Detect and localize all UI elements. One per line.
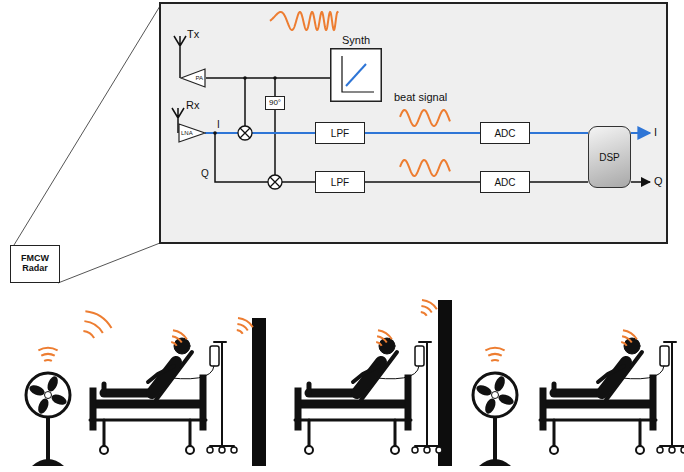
signal-wave [421,312,427,316]
signal-wave [621,342,627,346]
node-text: PA [195,75,203,82]
junction-dot [213,131,217,135]
signal-wave [622,336,632,342]
signal-connector [365,181,480,183]
signal-wave [41,354,54,356]
radar-panel [160,3,667,243]
signal-wave [623,330,637,339]
antenna-label: Rx [186,99,199,111]
phase-shifter-box: 90° [265,96,285,110]
signal-wave [485,348,504,350]
signal-wave [422,300,437,309]
signal-name: I [217,119,220,130]
signal-wave [238,318,253,327]
signal-wave [38,348,57,350]
ramp-symbol [330,48,382,102]
fan [26,373,70,466]
output-name: I [654,126,657,138]
signal-name: beat signal [394,91,447,103]
low-noise-amplifier: LNA [178,123,206,143]
antenna-label: Tx [187,28,199,40]
signal-wave [378,330,392,339]
node-text: DSP [599,152,620,163]
zoom-line [58,243,160,283]
signal-wave [488,354,501,356]
signal-wave [421,306,431,312]
signal-wave [44,359,52,362]
converter-box: ADC [480,122,530,144]
output-arrow [631,132,650,134]
tx-antenna [174,36,186,78]
lo-wire [244,78,246,126]
chirp-wave [270,12,338,30]
wall [252,318,266,466]
node-text: Synth [342,34,370,46]
signal-wave [376,342,382,346]
converter-box: ADC [480,171,530,193]
q-wire [282,181,315,183]
lo-wire [274,110,276,175]
patient-bed [295,338,442,454]
lo-wire [274,78,276,96]
i-wire [205,132,238,134]
output-arrow [631,181,650,183]
wall [438,300,452,466]
signal-wave [172,336,182,342]
filter-box: LPF [315,171,365,193]
signal-wave [491,359,499,362]
i-wire [252,132,315,134]
signal-wave [237,330,243,334]
power-amplifier: PA [180,68,206,88]
signal-connector [530,181,588,183]
radar-box: FMCW Radar [10,245,60,283]
signal-wave [171,342,177,346]
signal-connector [206,77,330,79]
q-wire [215,133,268,182]
signal-connector [365,132,480,134]
signal-wave [83,331,94,338]
signal-connector [530,132,588,134]
fan [473,373,517,466]
signal-wave [237,324,247,330]
node-text: LNA [181,130,193,137]
scene [26,300,684,466]
signal-wave [173,330,187,339]
signal-wave [85,311,111,328]
mixer [238,126,282,189]
patient-bed [540,338,684,454]
zoom-line [14,6,160,245]
filter-box: LPF [315,122,365,144]
patient-bed [90,338,237,454]
node-text: ADC [494,177,515,188]
node-text: 90° [269,99,281,108]
signal-name: Q [201,168,209,179]
beat-wave [400,110,450,126]
node-text: LPF [331,128,349,139]
node-text: FMCW Radar [11,254,59,274]
output-name: Q [654,175,663,187]
node-text: LPF [331,177,349,188]
synthesizer-box: Synth [330,34,382,102]
beat-wave [400,160,450,176]
signal-wave [377,336,387,342]
node-text: ADC [494,128,515,139]
processor-box: DSP [588,126,631,188]
signal-wave [84,321,102,333]
